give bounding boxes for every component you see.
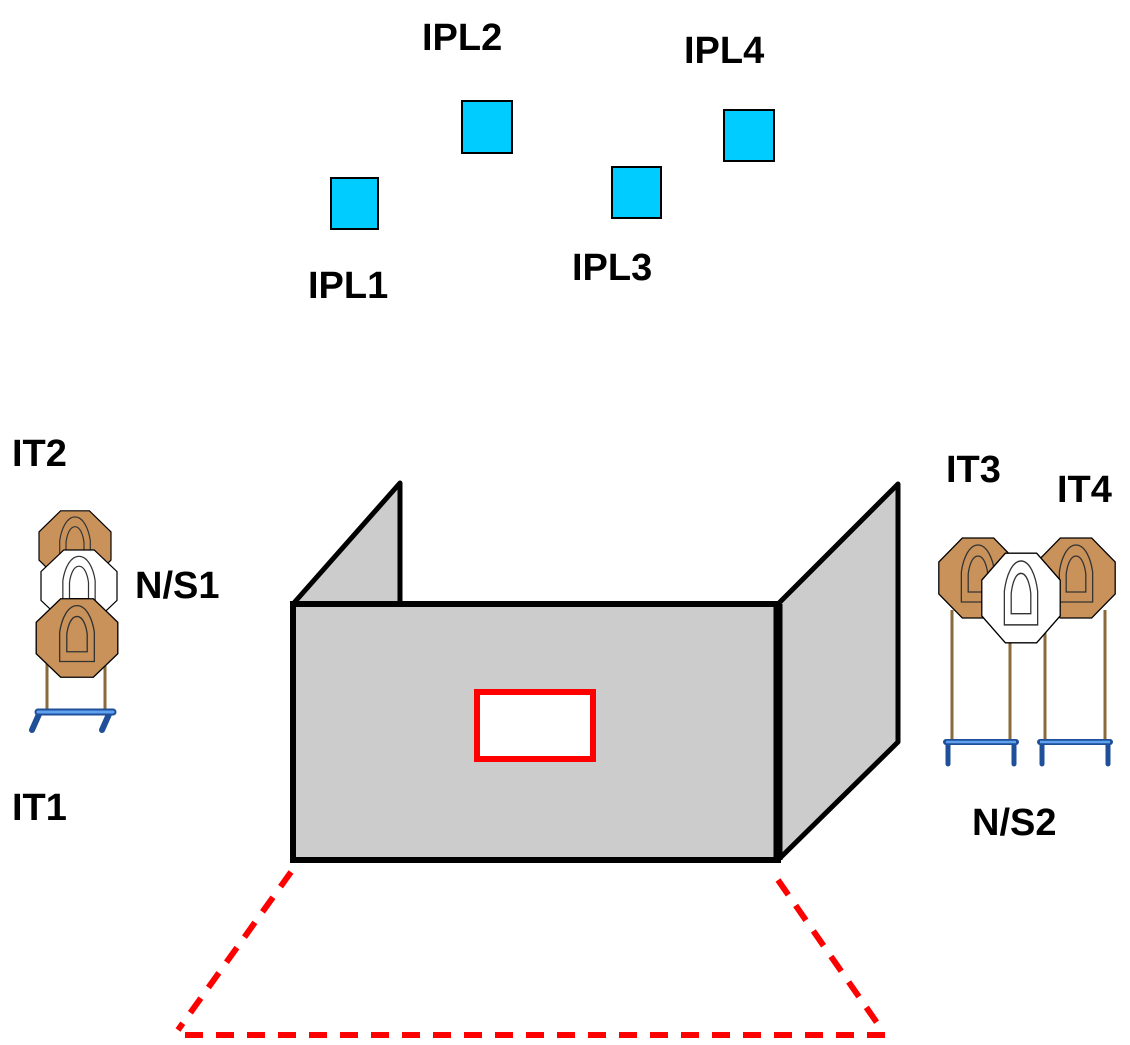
label-it4: IT4	[1057, 469, 1112, 511]
label-ipl1: IPL1	[308, 265, 388, 307]
popper-ipl3	[611, 166, 662, 219]
target-array-left	[29, 510, 119, 733]
right-wall-panel	[775, 481, 901, 863]
left-wall-panel	[290, 480, 403, 607]
popper-ipl2	[461, 100, 513, 154]
no-shoot-ns2	[981, 552, 1061, 644]
label-it3: IT3	[946, 449, 1001, 491]
popper-ipl1	[330, 177, 379, 230]
fault-line-right	[775, 878, 885, 1032]
label-ns1: N/S1	[135, 565, 219, 607]
fault-line-left	[175, 870, 294, 1032]
target-stand-right-2	[1037, 739, 1113, 767]
target-stand-left	[29, 708, 117, 733]
label-ns2: N/S2	[972, 802, 1056, 844]
label-ipl3: IPL3	[572, 247, 652, 289]
target-it1	[35, 598, 119, 678]
label-ipl4: IPL4	[684, 30, 764, 72]
target-stand-right-1	[943, 739, 1019, 767]
label-it1: IT1	[12, 787, 67, 829]
popper-ipl4	[723, 109, 775, 162]
label-ipl2: IPL2	[422, 17, 502, 59]
port-window	[474, 689, 596, 762]
label-it2: IT2	[12, 433, 67, 475]
target-array-right	[938, 537, 1116, 767]
